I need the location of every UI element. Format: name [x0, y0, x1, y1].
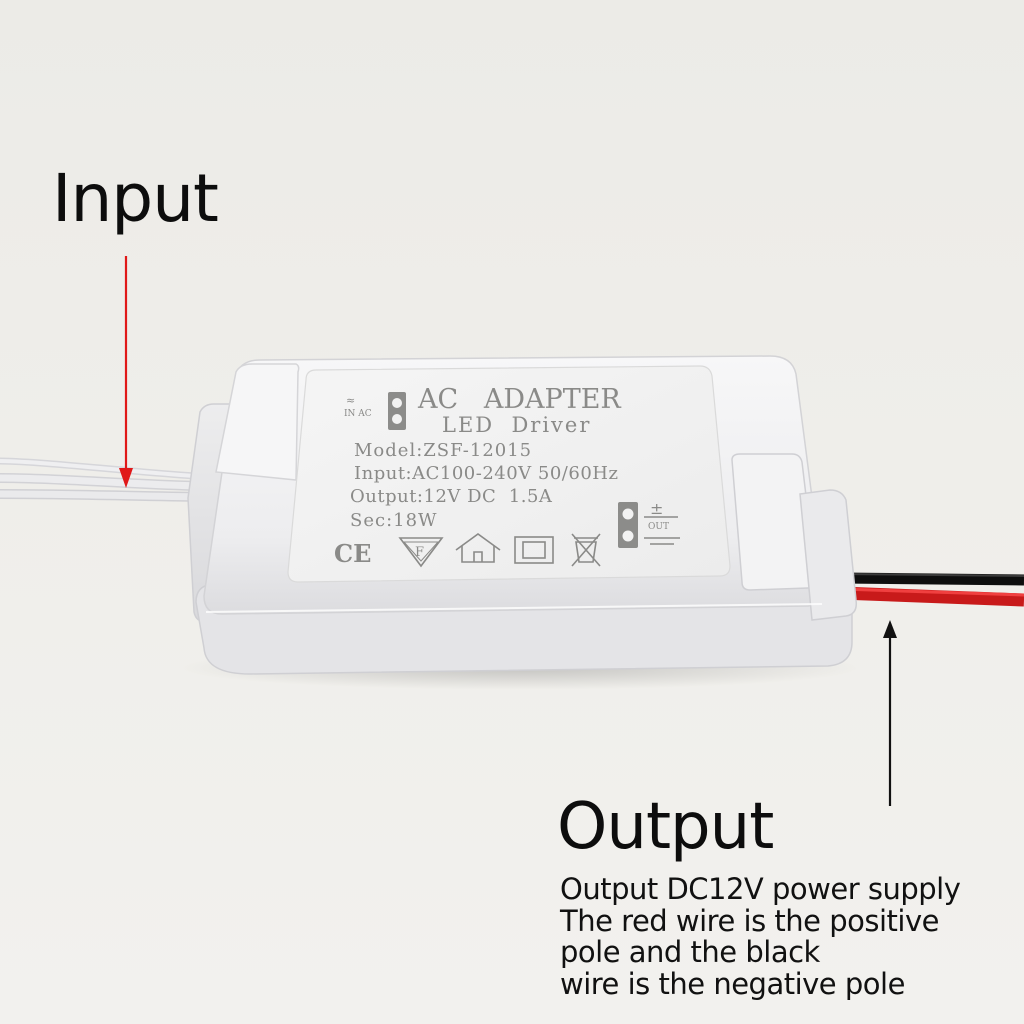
- label-title-line1: AC ADAPTER: [417, 384, 621, 415]
- label-title-line2: LED Driver: [442, 413, 591, 437]
- input-cables: [0, 457, 210, 502]
- output-wires: [839, 572, 1024, 607]
- crossed-bin-icon: [571, 533, 601, 567]
- label-output-spec: Output:12V DC 1.5A: [350, 486, 553, 507]
- output-heading: Output: [557, 790, 774, 864]
- input-terminal-icon: [388, 392, 406, 430]
- input-heading: Input: [52, 160, 219, 237]
- svg-text:F: F: [415, 545, 424, 560]
- input-arrow: [119, 256, 133, 488]
- label-in-ac: IN AC: [344, 409, 372, 419]
- output-description-line: Output DC12V power supply: [560, 872, 961, 906]
- polarity-icon: ± OUT: [618, 499, 680, 548]
- double-square-icon: [514, 536, 554, 564]
- label-input-spec: Input:AC100-240V 50/60Hz: [354, 463, 618, 484]
- output-arrow: [883, 620, 897, 806]
- label-out: OUT: [648, 522, 669, 532]
- output-description: Output DC12V power supply The red wire i…: [560, 872, 1020, 1001]
- ac-input-symbol: ≈ IN AC: [344, 392, 406, 430]
- f-triangle-icon: F: [398, 537, 444, 568]
- house-icon: [455, 533, 501, 563]
- label-plus-minus: ±: [650, 499, 663, 518]
- ce-mark-icon: CE: [334, 539, 371, 568]
- label-sec: Sec:18W: [350, 510, 438, 531]
- product-label: ≈ IN AC AC ADAPTER LED Driver Model:ZSF-…: [287, 365, 731, 583]
- label-wave-icon: ≈: [346, 394, 355, 407]
- output-description-line: The red wire is the positive: [560, 903, 939, 938]
- output-description-line: pole and the black: [560, 935, 820, 969]
- output-description-line: wire is the negative pole: [560, 966, 905, 1001]
- label-model: Model:ZSF-12015: [354, 440, 532, 461]
